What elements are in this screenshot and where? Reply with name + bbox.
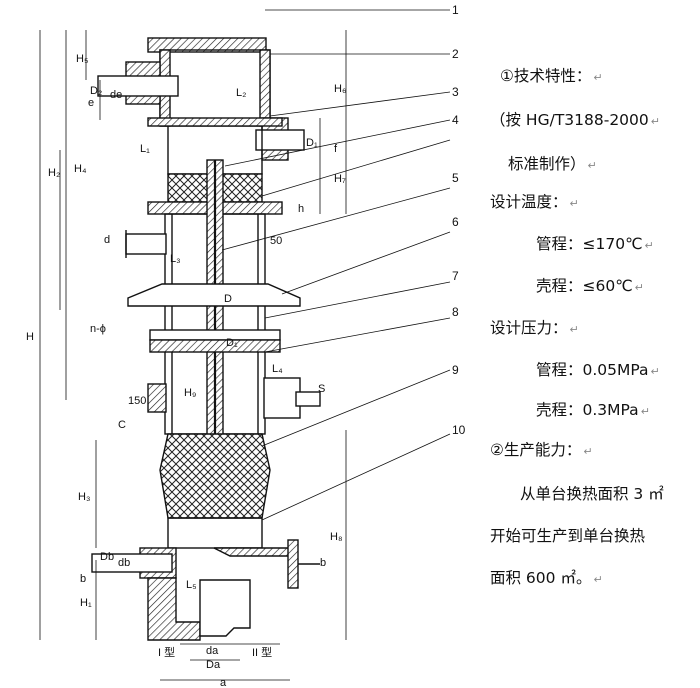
dim-label: f [334,143,338,155]
dim-label: h [298,203,304,215]
dim-label: 50 [270,235,282,247]
dim-label: b [80,573,86,585]
dim-label: D₂ [90,85,102,97]
part-number: 6 [452,215,459,229]
spec-capacity-2: 开始可生产到单台换热 [490,527,646,545]
spec-temp-shell: 壳程：≤60℃↵ [536,277,644,295]
dim-label: de [110,89,122,101]
dim-label: e [88,97,94,109]
dim-label: D₁ [226,337,238,349]
part-number: 2 [452,47,459,61]
equipment-body [91,37,321,641]
spec-pressure-shell: 壳程：0.3MPa↵ [536,401,650,419]
dim-label: S [318,383,325,395]
dim-label: Da [206,659,221,671]
dim-label: db [118,557,130,569]
dim-label: I 型 [158,645,175,659]
spec-design-pressure: 设计压力：↵ [490,319,579,337]
dim-label: H₆ [334,83,346,95]
spec-standard-1: （按 HG/T3188-2000↵ [490,111,660,129]
spec-temp-tube: 管程：≤170℃↵ [536,235,654,253]
part-number: 9 [452,363,459,377]
dim-label: b [320,557,326,569]
dim-label: d [104,234,110,246]
part-number: 4 [452,113,459,127]
spec-standard-2: 标准制作）↵ [508,155,597,173]
part-number: 5 [452,171,459,185]
spec-heading: ①技术特性：↵ [500,67,603,85]
spec-capacity-heading: ②生产能力：↵ [490,441,593,459]
part-number: 1 [452,3,459,17]
dimension-lines [39,9,451,681]
dim-label: a [220,677,227,688]
dim-label: H₅ [76,53,88,65]
spec-capacity-3: 面积 600 ㎡。↵ [490,569,603,587]
spec-pressure-tube: 管程：0.05MPa↵ [536,361,660,379]
dim-label: L₃ [170,253,181,265]
dim-label: H₉ [184,387,196,399]
dim-label: C [118,419,126,431]
dim-label: L₂ [236,87,246,99]
dim-label: D [224,293,232,305]
dim-label: 150 [128,395,146,407]
dim-label: L₁ [140,143,150,155]
dim-label: L₄ [272,363,283,375]
dim-label: n-ϕ [90,323,106,335]
dim-label: L₅ [186,579,197,591]
dim-label: D₁ [306,137,318,149]
dim-label: H₂ [48,167,60,179]
part-number-labels: 1 2 3 4 5 6 7 8 9 10 [452,3,466,437]
dim-label: H₄ [74,163,87,175]
dim-label: da [206,645,219,657]
part-number: 8 [452,305,459,319]
dim-label: H₈ [330,531,343,543]
dim-label: H₁ [80,597,92,609]
part-number: 3 [452,85,459,99]
part-number: 10 [452,423,466,437]
spec-design-temp: 设计温度：↵ [490,193,579,211]
dim-label: H₃ [78,491,90,503]
dim-label: II 型 [252,645,272,659]
part-number: 7 [452,269,459,283]
dim-label: Db [100,551,114,563]
dim-label: H₇ [334,173,346,185]
dimension-labels: H H₂ H₅ H₄ D₂ de e L₁ L₂ H₆ H₇ D₁ f h 50… [26,53,346,688]
dim-label: H [26,331,34,343]
spec-capacity-1: 从单台换热面积 3 ㎡ [520,485,664,503]
